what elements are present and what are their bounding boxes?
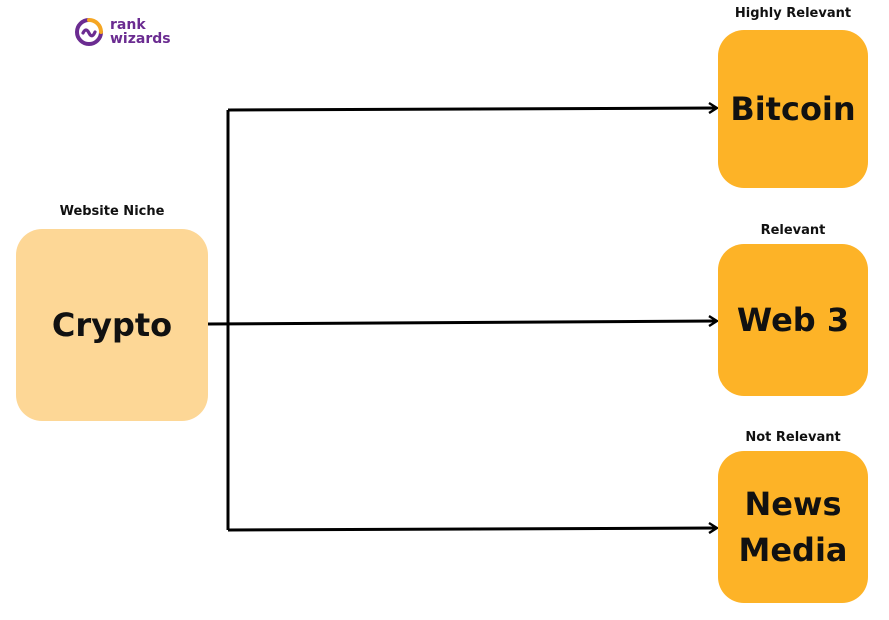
news-media-node: News Media — [718, 451, 868, 603]
rank-wizards-logo: rank wizards — [74, 17, 194, 49]
web3-node-text: Web 3 — [736, 301, 850, 339]
rank-wizards-logo-icon — [75, 18, 103, 46]
bitcoin-node-text: Bitcoin — [730, 90, 856, 128]
news-media-node-line1: News — [744, 485, 842, 523]
crypto-node-text: Crypto — [51, 306, 173, 344]
web3-node: Web 3 — [718, 244, 868, 396]
logo-word-rank: rank — [110, 17, 146, 33]
not-relevant-label: Not Relevant — [745, 430, 841, 445]
arrow-to-news-media — [227, 528, 716, 530]
logo-wordmark: rank wizards — [110, 18, 171, 46]
relevant-label: Relevant — [760, 223, 826, 238]
news-media-node-line2: Media — [738, 531, 848, 569]
website-niche-label: Website Niche — [59, 204, 165, 219]
logo-word-wizards: wizards — [110, 31, 171, 47]
crypto-node: Crypto — [16, 229, 208, 421]
arrow-to-web3 — [207, 321, 716, 324]
highly-relevant-label: Highly Relevant — [734, 6, 852, 21]
bitcoin-node: Bitcoin — [718, 30, 868, 188]
arrow-to-bitcoin — [227, 108, 716, 110]
